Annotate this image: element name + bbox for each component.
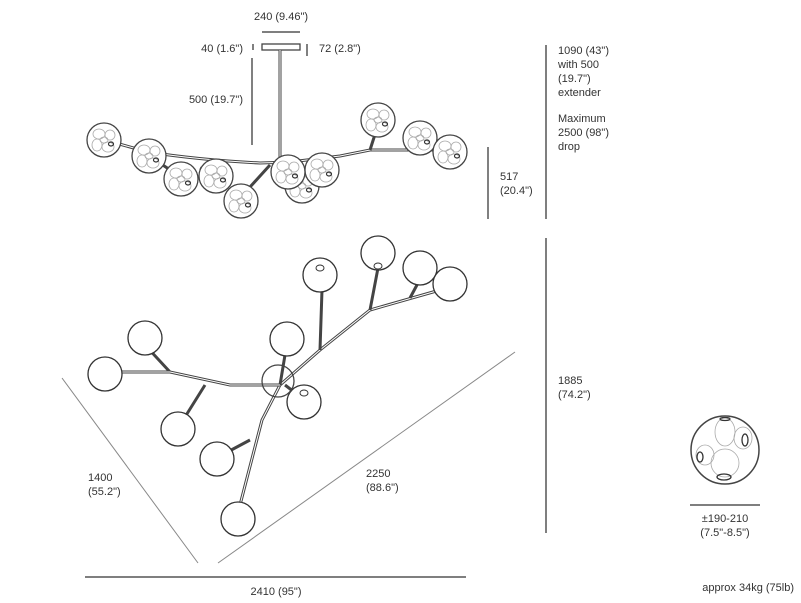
stem-length-label: 500 (19.7") [189,94,243,106]
max-drop-value: 2500 (98") [558,127,609,139]
side-a-inches: (55.2") [88,486,121,498]
elevation-view: 240 (9.46") 40 (1.6") 72 (2.8") 500 (19.… [86,11,609,219]
body-height-label: 517 [500,171,518,183]
weight-label: approx 34kg (75lb) [702,582,794,594]
depth-inches: (74.2") [558,389,591,401]
globe-detail-sphere [690,415,760,485]
overall-height-line3: (19.7") [558,73,591,85]
globes-plan [87,235,468,537]
side-b-label: 2250 [366,468,390,480]
canopy-depth-label: 72 (2.8") [319,43,361,55]
arms-plan [120,267,441,506]
overall-height-line2: with 500 [557,59,599,71]
globe-detail: ±190-210 (7.5"-8.5") [690,415,760,539]
max-drop-label: Maximum [558,113,606,125]
overall-height-label: 1090 (43") [558,45,609,57]
body-height-inches: (20.4") [500,185,533,197]
side-b-guide-line [217,351,516,564]
globes-elevation [86,102,468,219]
canopy-width-label: 240 (9.46") [254,11,308,23]
side-a-guide-line [61,377,199,564]
globe-diameter-label: ±190-210 [702,513,748,525]
canopy [261,43,301,51]
side-a-label: 1400 [88,472,112,484]
side-b-inches: (88.6") [366,482,399,494]
width-label: 2410 (95") [251,586,302,598]
canopy-height-label: 40 (1.6") [201,43,243,55]
globe-diameter-inches: (7.5"-8.5") [700,527,749,539]
plan-view: 1400 (55.2") 2250 (88.6") [61,235,591,598]
depth-label: 1885 [558,375,582,387]
max-drop-word: drop [558,141,580,153]
overall-height-line4: extender [558,87,601,99]
